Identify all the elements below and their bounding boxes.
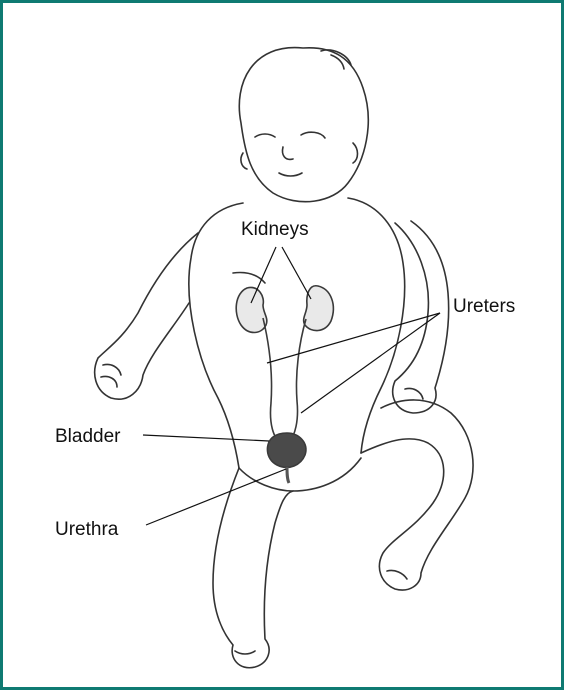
baby-left-arm [95,233,198,399]
ureters-leader-upper [267,313,440,363]
baby-mouth [279,173,302,176]
baby-urinary-tract-illustration [3,3,561,687]
baby-eye-left [255,134,275,137]
kidney-right [304,286,334,331]
baby-left-leg [213,468,293,668]
kidneys-leader-right [282,247,311,299]
baby-head [239,48,368,202]
urethra [287,467,289,483]
baby-eye-right [301,132,325,138]
bladder [267,433,305,467]
baby-right-leg [361,400,473,590]
ureter-left [263,318,281,443]
label-urethra: Urethra [55,520,118,539]
label-ureters: Ureters [453,297,515,316]
label-kidneys: Kidneys [241,220,309,239]
urethra-leader [146,469,286,525]
label-bladder: Bladder [55,427,121,446]
bladder-leader [143,435,269,441]
ureter-right [289,319,306,443]
kidney-left [236,288,267,333]
baby-nose [282,147,293,159]
